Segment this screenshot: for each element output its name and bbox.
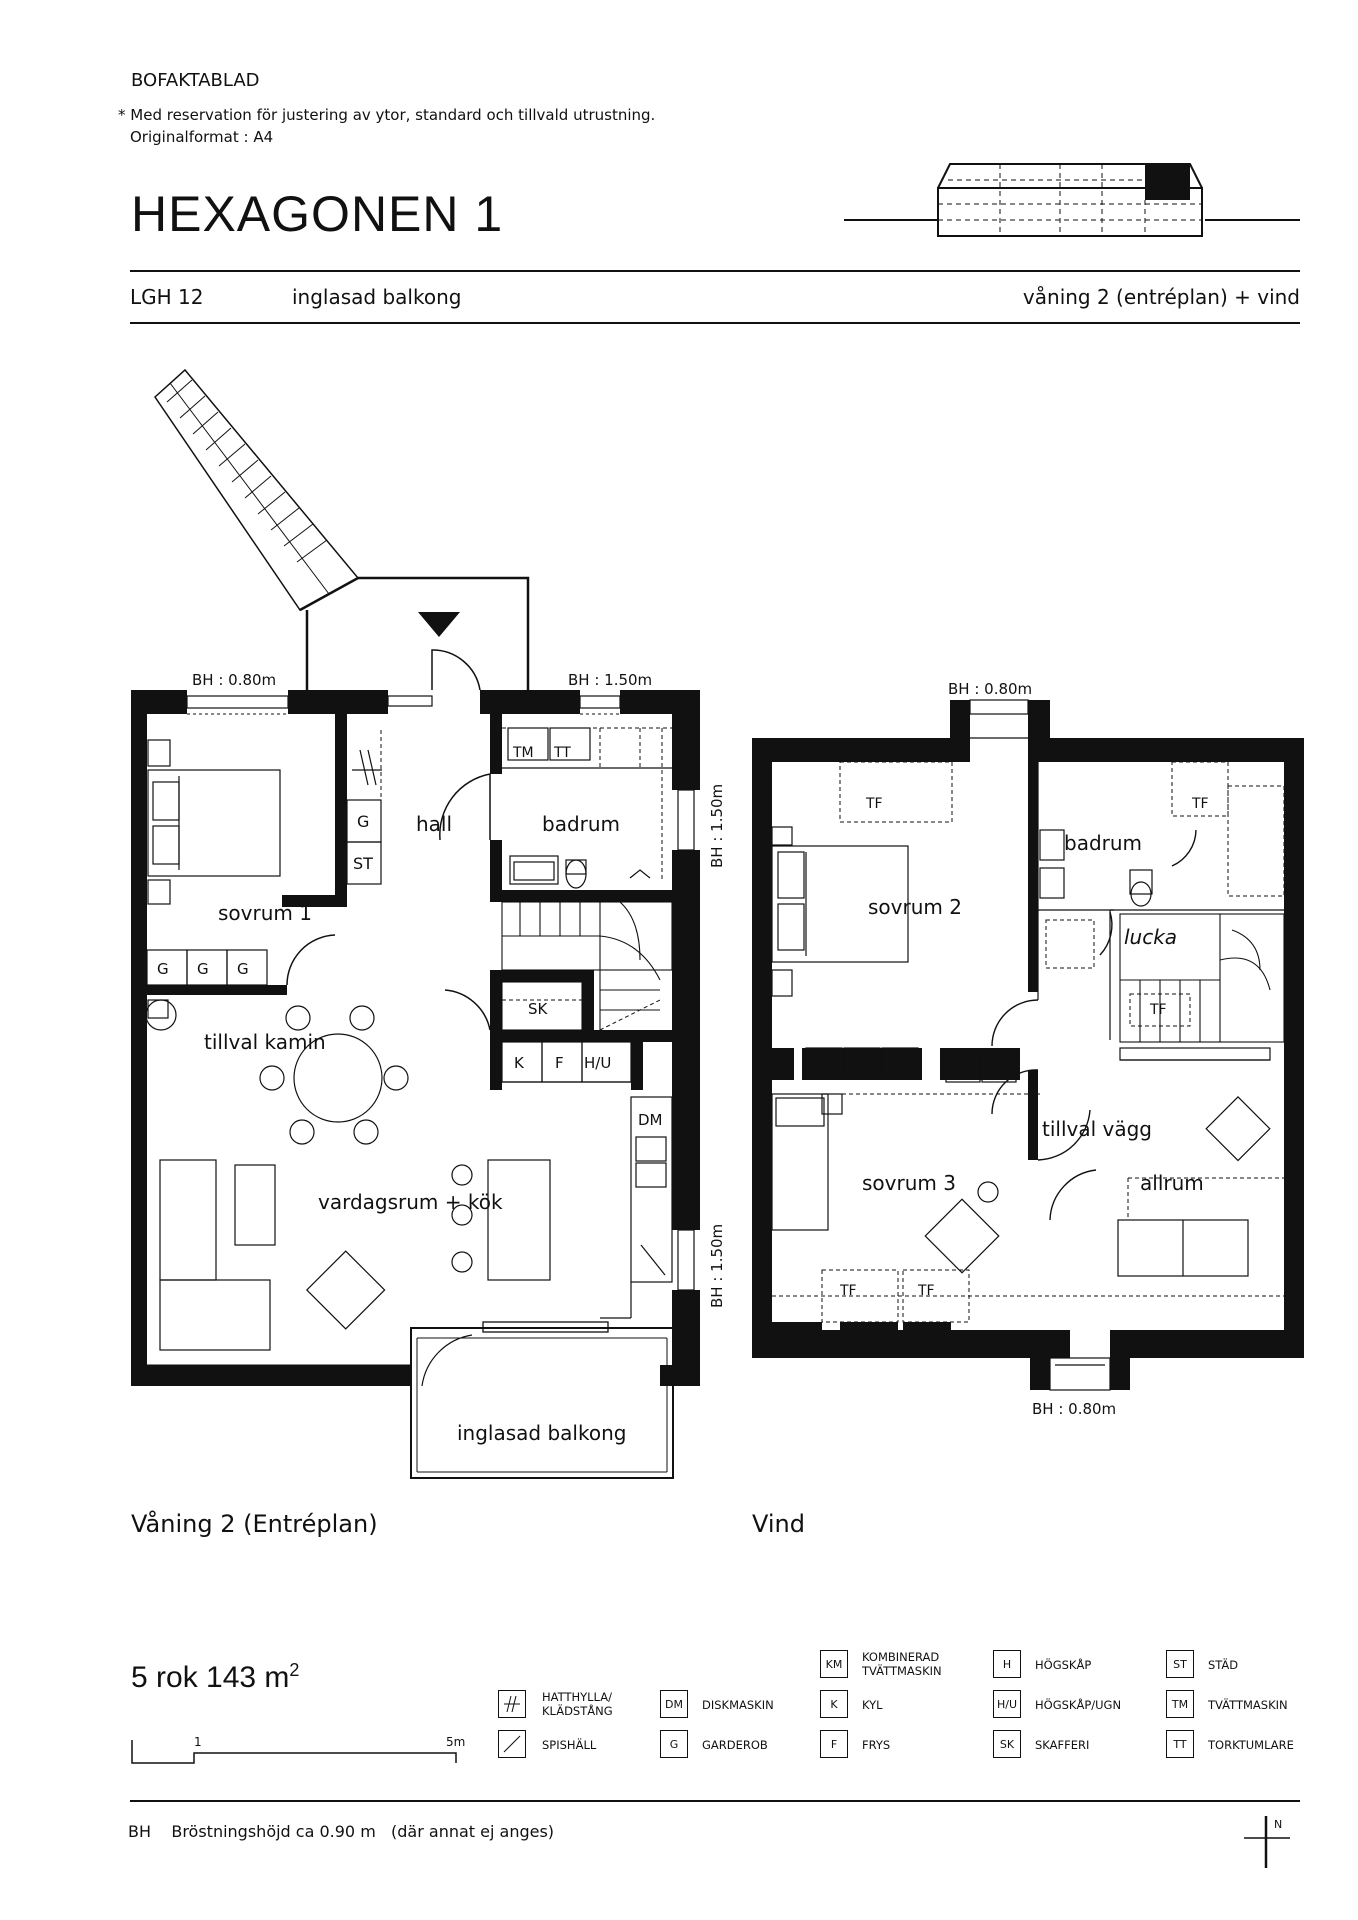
legend-code-h: H: [993, 1650, 1021, 1678]
scale-bar: 1 5m: [131, 1735, 465, 1764]
bh-top-left: BH : 0.80m: [192, 671, 276, 689]
bh-vind-top: BH : 0.80m: [948, 680, 1032, 698]
header-rule-top: [130, 270, 1300, 272]
label-tillval-vagg: tillval vägg: [1042, 1117, 1152, 1141]
legend-code-k: K: [820, 1690, 848, 1718]
legend-code-dm: DM: [660, 1690, 688, 1718]
legend-code-st: ST: [1166, 1650, 1194, 1678]
room-badrum-vind: badrum: [1064, 831, 1142, 855]
floorplan-vaning2: TM TT G ST G G G: [131, 368, 726, 1479]
legend-tt: TORKTUMLARE: [1208, 1738, 1294, 1752]
fixture-f-label: F: [555, 1054, 564, 1072]
svg-text:TF: TF: [1149, 1002, 1167, 1018]
plan-label-vaning2: Våning 2 (Entréplan): [131, 1510, 378, 1538]
bh-side-upper: BH : 1.50m: [708, 784, 726, 868]
apartment-feature: inglasad balkong: [292, 285, 462, 309]
floorplan-vind: G G G G G TF TF TF TF TF BH : 0.80m BH :…: [752, 680, 1304, 1418]
svg-text:G: G: [856, 1054, 868, 1072]
floor-info: våning 2 (entréplan) + vind: [1022, 285, 1300, 309]
legend-code-tt: TT: [1166, 1730, 1194, 1758]
page-title: HEXAGONEN 1: [131, 186, 504, 242]
svg-text:TF: TF: [1191, 796, 1209, 812]
room-inglasad-balkong: inglasad balkong: [457, 1421, 626, 1445]
svg-text:G: G: [957, 1058, 969, 1076]
legend-spishall: SPISHÄLL: [542, 1738, 597, 1752]
spishall-icon: [498, 1730, 526, 1758]
legend-h: HÖGSKÅP: [1035, 1658, 1092, 1672]
hatthylla-icon: [498, 1690, 526, 1718]
legend-km: KOMBINERAD TVÄTTMASKIN: [862, 1650, 942, 1678]
svg-text:G: G: [157, 960, 169, 978]
legend-code-tm: TM: [1166, 1690, 1194, 1718]
svg-text:TF: TF: [839, 1283, 857, 1299]
original-format: Originalformat : A4: [130, 128, 274, 146]
legend-hu: HÖGSKÅP/UGN: [1035, 1698, 1122, 1712]
svg-text:G: G: [993, 1058, 1005, 1076]
bh-side-lower: BH : 1.50m: [708, 1224, 726, 1308]
room-hall: hall: [416, 812, 452, 836]
fixture-dm-label: DM: [638, 1111, 663, 1129]
header-rule-bottom: [130, 322, 1300, 324]
north-arrow-icon: N: [1244, 1816, 1290, 1868]
room-sovrum2: sovrum 2: [868, 895, 962, 919]
svg-text:TF: TF: [917, 1283, 935, 1299]
svg-text:G: G: [237, 960, 249, 978]
disclaimer: * Med reservation för justering av ytor,…: [118, 106, 656, 124]
legend-tm: TVÄTTMASKIN: [1208, 1698, 1288, 1712]
room-allrum: allrum: [1140, 1171, 1204, 1195]
legend-code-km: KM: [820, 1650, 848, 1678]
svg-text:G: G: [197, 960, 209, 978]
svg-text:G: G: [894, 1054, 906, 1072]
fixture-tm-label: TM: [512, 745, 534, 761]
room-sovrum3: sovrum 3: [862, 1171, 956, 1195]
legend-f: FRYS: [862, 1738, 891, 1752]
scale-label-5: 5m: [446, 1735, 465, 1749]
room-tillval-kamin: tillval kamin: [204, 1030, 326, 1054]
footer-rule: [130, 1800, 1300, 1802]
size-superscript: 2: [289, 1660, 300, 1680]
legend-st: STÄD: [1208, 1658, 1239, 1672]
entrance-arrow-icon: [418, 612, 460, 637]
fixture-sk-label: SK: [528, 1000, 549, 1018]
fixture-st-label: ST: [353, 854, 373, 873]
legend-sk: SKAFFERI: [1035, 1738, 1090, 1752]
footer-note: BH Bröstningshöjd ca 0.90 m (där annat e…: [128, 1822, 555, 1841]
building-key-diagram: [844, 163, 1300, 237]
room-sovrum1: sovrum 1: [218, 901, 312, 925]
legend-code-sk: SK: [993, 1730, 1021, 1758]
room-badrum: badrum: [542, 812, 620, 836]
legend-g: GARDEROB: [702, 1738, 768, 1752]
scale-label-1: 1: [194, 1735, 202, 1749]
legend-dm: DISKMASKIN: [702, 1698, 774, 1712]
fixture-hu-label: H/U: [584, 1054, 611, 1072]
apartment-number: LGH 12: [130, 285, 204, 309]
bh-top-right: BH : 1.50m: [568, 671, 652, 689]
legend-hatthylla: HATTHYLLA/ KLÄDSTÅNG: [542, 1690, 613, 1718]
plan-label-vind: Vind: [752, 1510, 806, 1538]
label-lucka: lucka: [1124, 925, 1177, 949]
svg-text:G: G: [818, 1054, 830, 1072]
fixture-k-label: K: [514, 1054, 525, 1072]
bh-vind-bottom: BH : 0.80m: [1032, 1400, 1116, 1418]
north-label: N: [1274, 1818, 1282, 1831]
doc-type: BOFAKTABLAD: [131, 70, 260, 91]
fixture-tf-label: TF: [865, 796, 883, 812]
apartment-size: 5 rok 143 m2: [131, 1660, 299, 1695]
legend-code-hu: H/U: [993, 1690, 1021, 1718]
legend-code-f: F: [820, 1730, 848, 1758]
room-vardagsrum-kok: vardagsrum + kök: [318, 1190, 503, 1214]
legend-code-g: G: [660, 1730, 688, 1758]
size-text: 5 rok 143 m: [131, 1661, 290, 1694]
fixture-tt-label: TT: [553, 745, 571, 761]
fixture-g-label: G: [357, 812, 369, 831]
legend-k: KYL: [862, 1698, 883, 1712]
